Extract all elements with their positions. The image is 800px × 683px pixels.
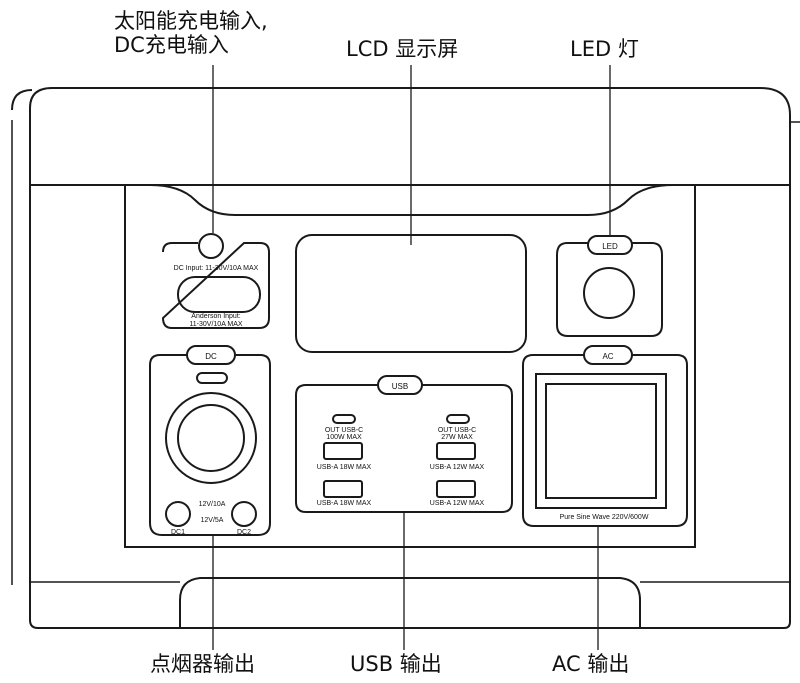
led-button-label: LED <box>602 242 618 251</box>
dc-12v5a-label: 12V/5A <box>201 517 224 524</box>
device-body-outline <box>29 87 791 629</box>
callout-dc-input-line2: DC充电输入 <box>114 33 229 57</box>
callout-dc-input-line1: 太阳能充电输入, <box>114 9 268 33</box>
callout-usb: USB 输出 <box>350 652 442 676</box>
usb-c-left-label-2: 100W MAX <box>326 434 362 441</box>
callout-ac: AC 输出 <box>552 652 630 676</box>
usb-a-right-label-1: USB-A 12W MAX <box>430 464 485 471</box>
dc-12v10a-label: 12V/10A <box>199 501 226 508</box>
usb-a-left-label-2: USB-A 18W MAX <box>317 500 372 507</box>
dc-button-label: DC <box>205 352 217 361</box>
callout-led: LED 灯 <box>570 37 639 61</box>
dc-input-label: DC Input: 11-30V/10A MAX <box>174 265 259 272</box>
anderson-label-2: 11-30V/10A MAX <box>189 321 243 328</box>
callout-lcd: LCD 显示屏 <box>346 37 459 61</box>
ac-rating-label: Pure Sine Wave 220V/600W <box>560 514 649 521</box>
front-panel <box>124 184 696 548</box>
anderson-label-1: Anderson Input: <box>191 313 240 320</box>
ac-button-label: AC <box>602 352 613 361</box>
dc2-label: DC2 <box>237 529 251 536</box>
bottom-handle <box>179 577 641 628</box>
lcd-screen <box>295 234 527 353</box>
usb-c-right-label-1: OUT USB-C <box>438 427 476 434</box>
dc1-label: DC1 <box>171 529 185 536</box>
usb-a-left-label-1: USB-A 18W MAX <box>317 464 372 471</box>
usb-button-label: USB <box>392 382 408 391</box>
callout-cigarette: 点烟器输出 <box>150 652 255 676</box>
usb-a-right-label-2: USB-A 12W MAX <box>430 500 485 507</box>
usb-c-left-label-1: OUT USB-C <box>325 427 363 434</box>
top-lid-edge <box>11 89 33 111</box>
usb-c-right-label-2: 27W MAX <box>441 434 473 441</box>
